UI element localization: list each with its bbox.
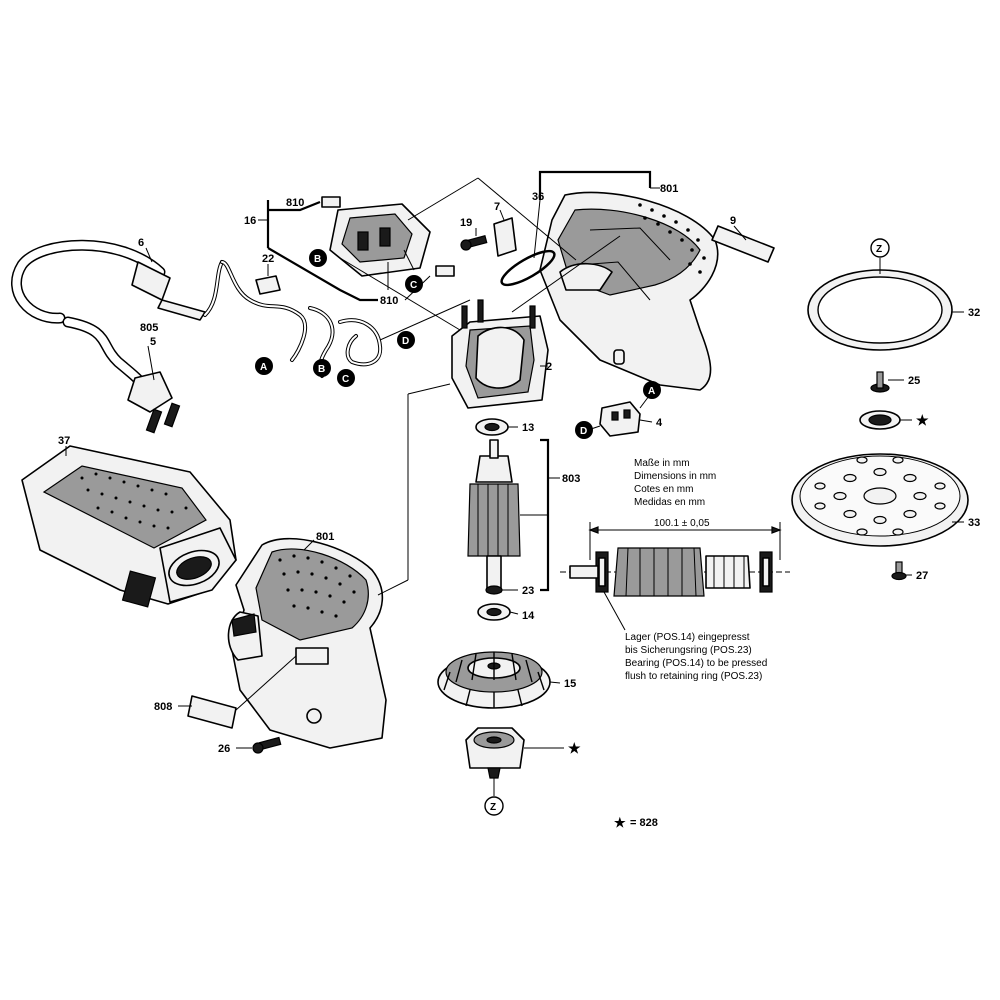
svg-text:Lager (POS.14) eingepresst: Lager (POS.14) eingepresst	[625, 632, 750, 643]
callout-7: 7	[494, 201, 500, 213]
marker-z-top: Z	[870, 238, 890, 258]
housing-assembled	[227, 537, 387, 749]
callout-2: 2	[546, 361, 552, 373]
part-numbers: 2 4 5 6 7 9 13 14 15 16 19 22 23 25 26 2…	[58, 183, 980, 755]
svg-text:Z: Z	[876, 244, 882, 255]
callout-805: 805	[140, 322, 158, 334]
type-label-808	[187, 695, 237, 729]
callout-801-top: 801	[660, 183, 678, 195]
callout-19: 19	[460, 217, 472, 229]
dimension-note: Maße in mm Dimensions in mm Cotes en mm …	[634, 458, 716, 529]
internal-wires	[220, 260, 383, 378]
callout-26: 26	[218, 743, 230, 755]
screw-25	[870, 371, 890, 393]
callout-5: 5	[150, 336, 156, 348]
legend: ★ = 828	[614, 815, 658, 830]
bearing-13	[475, 418, 509, 436]
dust-seal-32	[807, 269, 953, 351]
eccentric-hub	[465, 727, 525, 779]
marker-a-wire: A	[255, 357, 273, 375]
marker-c-wire: C	[337, 369, 355, 387]
svg-text:bis Sicherungsring (POS.23): bis Sicherungsring (POS.23)	[625, 645, 752, 656]
legend-text: = 828	[630, 817, 658, 829]
callout-13: 13	[522, 422, 534, 434]
callout-32: 32	[968, 307, 980, 319]
marker-d-connector: D	[575, 421, 593, 439]
callout-803: 803	[562, 473, 580, 485]
svg-text:D: D	[402, 336, 409, 347]
assembly-note: Lager (POS.14) eingepresst bis Sicherung…	[625, 632, 767, 682]
svg-text:Dimensions in mm: Dimensions in mm	[634, 471, 716, 482]
washer-828	[859, 410, 901, 430]
connection-markers: A B C D B C A D	[255, 249, 661, 439]
callout-23: 23	[522, 585, 534, 597]
label-plate	[711, 225, 775, 263]
callout-25: 25	[908, 375, 920, 387]
svg-text:Bearing (POS.14) to be pressed: Bearing (POS.14) to be pressed	[625, 658, 767, 669]
star-mark-washer: ★	[916, 412, 929, 428]
svg-text:Cotes en mm: Cotes en mm	[634, 484, 693, 495]
callout-16: 16	[244, 215, 256, 227]
callout-14: 14	[522, 610, 535, 622]
marker-b-switch: B	[309, 249, 327, 267]
screw-19	[460, 235, 488, 251]
callout-37: 37	[58, 435, 70, 447]
callout-808: 808	[154, 701, 172, 713]
marker-d-wire: D	[397, 331, 415, 349]
sanding-pad-33	[791, 453, 969, 547]
svg-text:B: B	[318, 364, 325, 375]
callout-810-bottom: 810	[380, 295, 398, 307]
star-mark-hub: ★	[568, 740, 581, 756]
power-cord	[11, 239, 224, 434]
svg-text:A: A	[648, 386, 655, 397]
cable-guide-ring	[500, 249, 556, 287]
clip-7	[493, 217, 517, 257]
marker-c-switch: C	[405, 275, 423, 293]
fan	[437, 651, 551, 709]
bearing-14	[477, 603, 511, 621]
svg-text:D: D	[580, 426, 587, 437]
svg-text:C: C	[342, 374, 349, 385]
marker-a-connector: A	[643, 381, 661, 399]
legend-star: ★	[614, 815, 626, 830]
dust-box	[21, 445, 237, 608]
svg-text:flush to retaining ring (POS.2: flush to retaining ring (POS.23)	[625, 671, 762, 682]
stator	[451, 299, 549, 409]
dimension-value: 100.1 ± 0,05	[654, 518, 710, 529]
svg-text:Z: Z	[490, 802, 496, 813]
callout-33: 33	[968, 517, 980, 529]
screw-27	[891, 561, 907, 581]
marker-b-wire: B	[313, 359, 331, 377]
svg-text:B: B	[314, 254, 321, 265]
callout-4: 4	[656, 417, 663, 429]
callout-810-top: 810	[286, 197, 304, 209]
svg-text:C: C	[410, 280, 417, 291]
switch-module	[321, 196, 455, 290]
callout-22: 22	[262, 253, 274, 265]
armature	[467, 439, 521, 593]
armature-dimension-drawing	[560, 522, 790, 631]
housing-half-top	[539, 191, 719, 391]
svg-text:Medidas en mm: Medidas en mm	[634, 497, 705, 508]
callout-15: 15	[564, 678, 576, 690]
screw-26	[252, 736, 282, 754]
callout-27: 27	[916, 570, 928, 582]
retaining-ring-23	[485, 585, 503, 595]
svg-text:A: A	[260, 362, 267, 373]
callout-9: 9	[730, 215, 736, 227]
svg-text:Maße in mm: Maße in mm	[634, 458, 690, 469]
marker-z-bottom: Z	[484, 796, 504, 816]
callout-801-bottom: 801	[316, 531, 334, 543]
leader-lines	[65, 170, 964, 796]
callout-36: 36	[532, 191, 544, 203]
connector-4	[599, 401, 641, 437]
callout-6: 6	[138, 237, 144, 249]
